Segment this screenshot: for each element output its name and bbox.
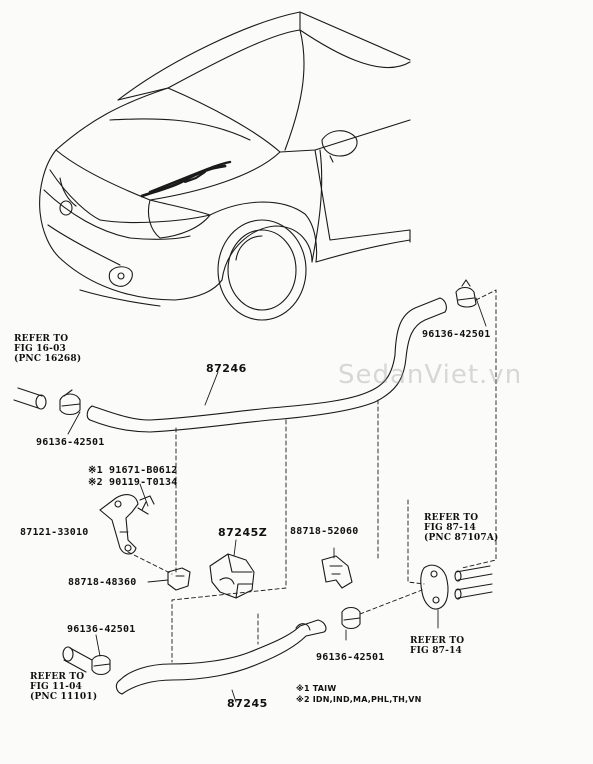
clip-right xyxy=(321,555,353,589)
label-clamp-left-lower: 96136-42501 xyxy=(67,624,136,635)
pipe-left-lower xyxy=(62,646,111,676)
clamp-top-right xyxy=(455,279,477,308)
ref-line: (PNC 11101) xyxy=(30,692,98,702)
label-87245: 87245 xyxy=(227,697,268,710)
bracket-87245z xyxy=(209,553,255,599)
dashed-guides xyxy=(127,289,497,663)
ref-line: REFER TO xyxy=(14,334,69,344)
hose-87246 xyxy=(86,297,447,433)
ref-line: REFER TO xyxy=(410,636,465,646)
label-clip-right: 88718-52060 xyxy=(290,526,359,537)
heater-connector xyxy=(420,564,493,610)
hose-87245 xyxy=(115,619,327,695)
label-clip-left: 88718-48360 xyxy=(68,577,137,588)
ref-right-upper: REFER TO FIG 87-14 (PNC 87107A) xyxy=(424,513,499,543)
ref-line: FIG 87-14 xyxy=(424,523,477,533)
watermark: SedanViet.vn xyxy=(338,360,523,390)
clamp-center-lower xyxy=(341,606,361,630)
car-illustration xyxy=(39,11,411,321)
label-87246: 87246 xyxy=(206,362,247,375)
ref-line: FIG 87-14 xyxy=(410,646,463,656)
label-87245z: 87245Z xyxy=(218,526,268,539)
label-clamp-left-upper: 96136-42501 xyxy=(36,437,105,448)
ref-line: REFER TO xyxy=(30,672,85,682)
ref-line: (PNC 87107A) xyxy=(424,533,499,543)
ref-line: (PNC 16268) xyxy=(14,354,82,364)
label-bracket: 87121-33010 xyxy=(20,527,89,538)
ref-line: FIG 16-03 xyxy=(14,344,67,354)
pipe-left-upper xyxy=(13,387,81,416)
note-1: ※1 TAIW xyxy=(296,684,337,693)
ref-right-lower: REFER TO FIG 87-14 xyxy=(410,636,464,656)
ref-top-left: REFER TO FIG 16-03 (PNC 16268) xyxy=(14,334,81,364)
label-bolt-1: ※1 91671-B0612 xyxy=(88,465,178,476)
ref-bottom-left: REFER TO FIG 11-04 (PNC 11101) xyxy=(30,672,97,702)
note-2: ※2 IDN,IND,MA,PHL,TH,VN xyxy=(296,695,422,704)
clip-left xyxy=(167,567,191,591)
leader-lines xyxy=(67,297,487,703)
label-clamp-center-lower: 96136-42501 xyxy=(316,652,385,663)
label-clamp-top-right: 96136-42501 xyxy=(422,329,491,340)
ref-line: FIG 11-04 xyxy=(30,682,83,692)
label-bolt-2: ※2 90119-T0134 xyxy=(88,477,178,488)
ref-line: REFER TO xyxy=(424,513,479,523)
bracket-87121 xyxy=(99,494,155,555)
